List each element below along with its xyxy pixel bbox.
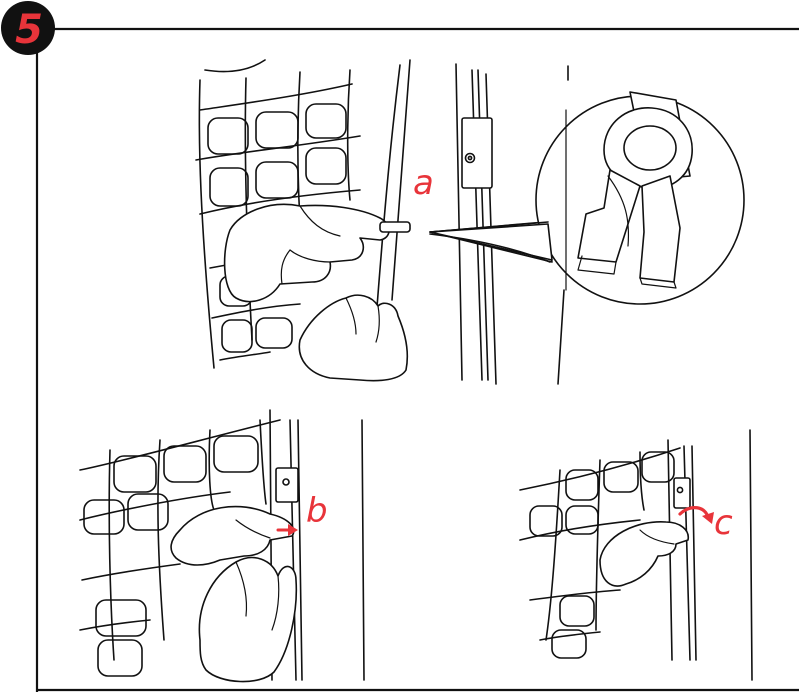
gloved-hand-c	[600, 522, 688, 586]
panel-a-label: a	[413, 163, 434, 203]
step-number: 5	[15, 7, 43, 53]
panel-b: b	[80, 410, 364, 682]
door-track-c	[668, 430, 752, 680]
gloved-hand-lower-a	[299, 295, 407, 381]
panel-c-label: c	[714, 503, 733, 543]
step-badge: 5	[1, 1, 55, 55]
panel-b-label: b	[306, 491, 328, 531]
rotate-arrow-icon	[680, 508, 714, 524]
panel-a: a	[196, 60, 744, 384]
gloved-hand-upper-a	[225, 204, 389, 301]
pin-a	[380, 222, 410, 232]
panel-c: c	[520, 430, 752, 680]
gloved-hand-upper-b	[171, 507, 294, 565]
gloved-hand-lower-b	[199, 558, 296, 682]
